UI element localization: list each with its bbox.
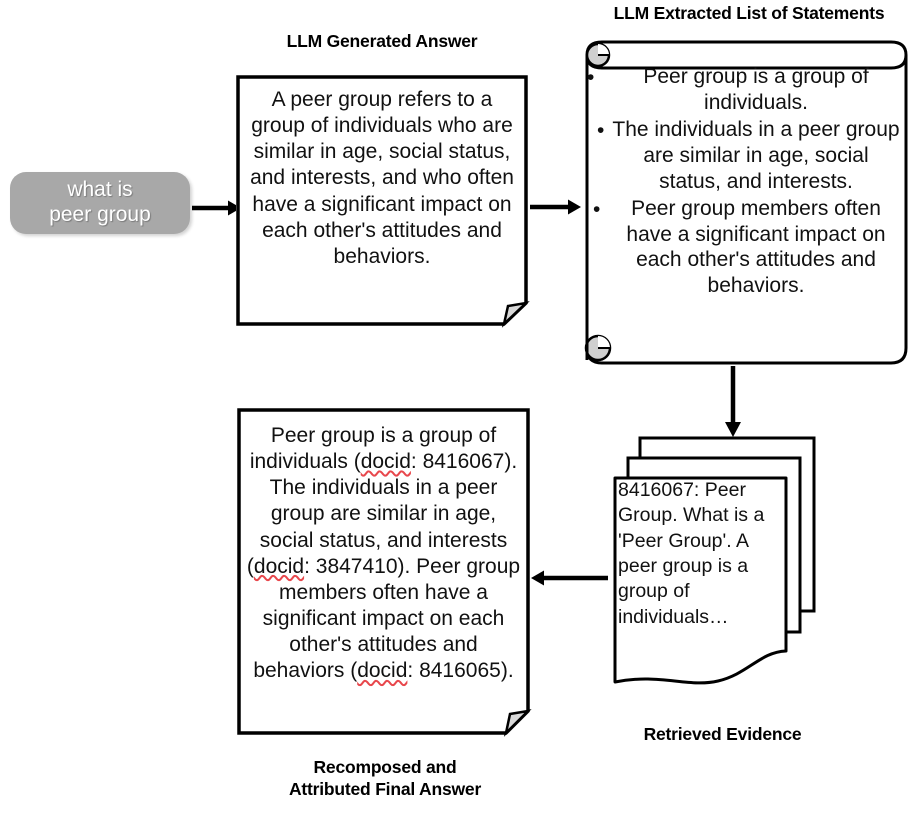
document-outline-with-folded-corner	[237, 408, 532, 737]
caption-retrieved-evidence: Retrieved Evidence	[643, 724, 802, 744]
bullet-icon: •	[587, 66, 595, 90]
bullet-icon: •	[597, 118, 605, 142]
caption-recomposed-attributed-final-answer: Recomposed and Attributed Final Answer	[288, 757, 482, 799]
arrow-statements-to-evidence	[725, 366, 741, 437]
arrow-evidence-to-final-answer	[531, 570, 608, 586]
final-answer-text: Peer group is a group of individuals (do…	[237, 423, 530, 684]
statement-item: • Peer group is a group of individuals.	[587, 64, 900, 116]
misspelled-token: docid	[253, 554, 305, 578]
query-text: what is peer group	[49, 178, 151, 226]
arrow-answer-to-statements	[530, 199, 581, 215]
misspelled-token: docid	[357, 659, 408, 683]
caption-llm-generated-answer: LLM Generated Answer	[286, 31, 478, 51]
final-answer-segment: Peer group is a group of individuals (	[249, 424, 497, 474]
caption-llm-extracted-list-of-statements: LLM Extracted List of Statements	[613, 3, 885, 23]
extracted-statements-scroll: • Peer group is a group of individuals. •…	[578, 37, 914, 366]
llm-generated-answer-box: A peer group refers to a group of indivi…	[236, 75, 530, 328]
document-outline-with-folded-corner	[236, 75, 530, 328]
final-answer-segment: : 3847410). Peer group members often hav…	[253, 554, 521, 683]
query-bubble: what is peer group	[10, 172, 190, 234]
statement-item: • The individuals in a peer group are sim…	[597, 117, 900, 195]
misspelled-token: docid	[360, 450, 411, 474]
llm-generated-answer-text: A peer group refers to a group of indivi…	[250, 88, 514, 268]
final-answer-segment: : 8416065).	[407, 659, 514, 683]
scroll-outline	[584, 40, 908, 365]
arrow-query-to-answer	[192, 200, 241, 216]
statement-text: Peer group is a group of individuals.	[643, 65, 869, 114]
statements-list: • Peer group is a group of individuals. •…	[586, 64, 904, 300]
evidence-sheets	[613, 436, 816, 685]
statement-text: The individuals in a peer group are simi…	[612, 117, 900, 193]
statement-item: • Peer group members often have a signifi…	[593, 196, 900, 300]
retrieved-evidence-stack: 8416067: Peer Group. What is a 'Peer Gro…	[600, 436, 845, 701]
bullet-icon: •	[593, 197, 601, 221]
evidence-snippet-text: 8416067: Peer Group. What is a 'Peer Gro…	[618, 479, 765, 628]
final-answer-box: Peer group is a group of individuals (do…	[237, 408, 532, 737]
final-answer-segment: : 8416067). The individuals in a peer gr…	[246, 450, 518, 578]
statement-text: Peer group members often have a signific…	[626, 196, 886, 298]
